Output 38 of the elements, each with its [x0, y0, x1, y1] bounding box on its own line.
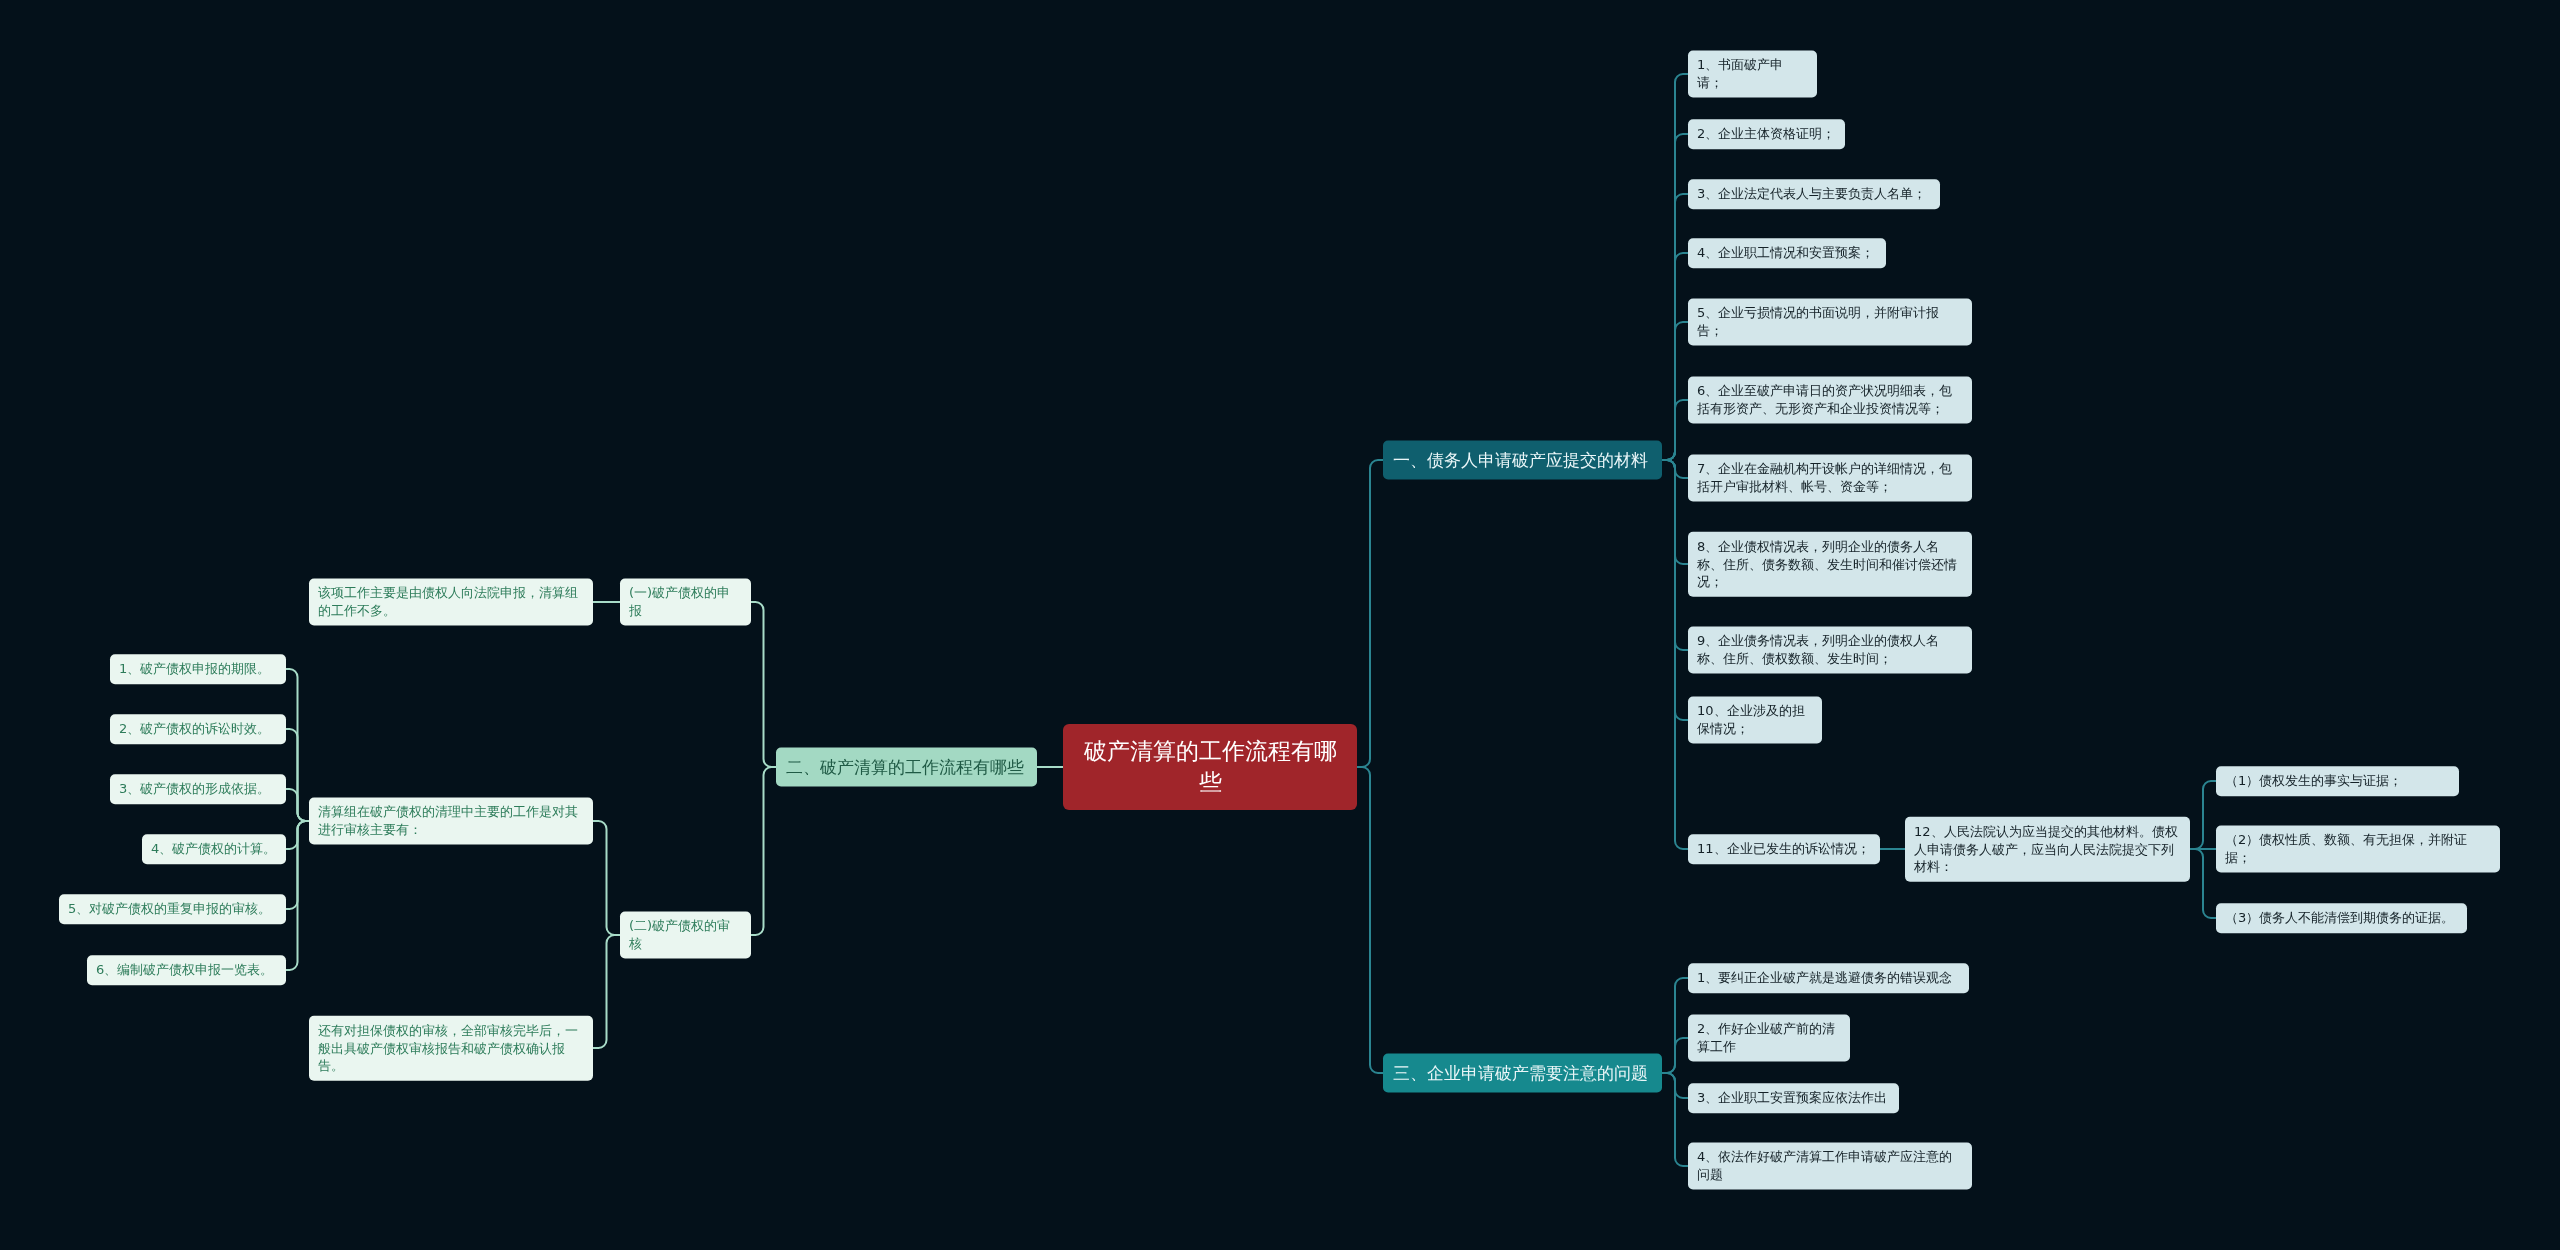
- subtopic: 1、破产债权申报的期限。: [110, 654, 286, 684]
- subtopic: 4、依法作好破产清算工作申请破产应注意的问题: [1688, 1142, 1972, 1190]
- subtopic: 1、书面破产申请；: [1688, 50, 1817, 98]
- subtopic: 11、企业已发生的诉讼情况；: [1688, 834, 1880, 864]
- connector-line: [592, 601, 621, 603]
- subtopic: 3、企业职工安置预案应依法作出: [1688, 1083, 1899, 1113]
- subtopic: 9、企业债务情况表，列明企业的债权人名称、住所、债权数额、发生时间；: [1688, 626, 1972, 674]
- subtopic: 清算组在破产债权的清理中主要的工作是对其进行审核主要有：: [309, 797, 593, 845]
- subtopic: 7、企业在金融机构开设帐户的详细情况，包括开户审批材料、帐号、资金等；: [1688, 454, 1972, 502]
- subtopic: 4、企业职工情况和安置预案；: [1688, 238, 1886, 268]
- connector-line: [1661, 1072, 1689, 1167]
- subtopic: 12、人民法院认为应当提交的其他材料。债权人申请债务人破产，应当向人民法院提交下列材料：: [1905, 816, 2190, 882]
- subtopic: 3、破产债权的形成依据。: [110, 774, 286, 804]
- subtopic: 8、企业债权情况表，列明企业的债务人名称、住所、债务数额、发生时间和催讨偿还情况；: [1688, 531, 1972, 597]
- subtopic: 该项工作主要是由债权人向法院申报，清算组的工作不多。: [309, 578, 593, 626]
- subtopic: (一)破产债权的申报: [620, 578, 751, 626]
- subtopic: 6、编制破产债权申报一览表。: [87, 955, 286, 985]
- subtopic: （2）债权性质、数额、有无担保，并附证据；: [2216, 825, 2500, 873]
- subtopic: 3、企业法定代表人与主要负责人名单；: [1688, 179, 1940, 209]
- subtopic: 4、破产债权的计算。: [142, 834, 286, 864]
- central-topic: 破产清算的工作流程有哪些: [1063, 723, 1357, 811]
- subtopic: （1）债权发生的事实与证据；: [2216, 766, 2459, 796]
- subtopic: 5、对破产债权的重复申报的审核。: [59, 894, 286, 924]
- subtopic: 5、企业亏损情况的书面说明，并附审计报告；: [1688, 298, 1972, 346]
- branch-topic: 三、企业申请破产需要注意的问题: [1383, 1053, 1662, 1093]
- subtopic: (二)破产债权的审核: [620, 911, 751, 959]
- connector-line: [1879, 848, 1906, 850]
- connector-line: [1036, 766, 1064, 768]
- subtopic: 10、企业涉及的担保情况；: [1688, 696, 1822, 744]
- subtopic: 2、作好企业破产前的清算工作: [1688, 1014, 1850, 1062]
- branch-topic: 一、债务人申请破产应提交的材料: [1383, 440, 1662, 480]
- subtopic: 2、企业主体资格证明；: [1688, 119, 1845, 149]
- subtopic: 6、企业至破产申请日的资产状况明细表，包括有形资产、无形资产和企业投资情况等；: [1688, 376, 1972, 424]
- branch-topic: 二、破产清算的工作流程有哪些: [776, 747, 1037, 787]
- subtopic: （3）债务人不能清偿到期债务的证据。: [2216, 903, 2467, 933]
- subtopic: 1、要纠正企业破产就是逃避债务的错误观念: [1688, 963, 1969, 993]
- subtopic: 还有对担保债权的审核，全部审核完毕后，一般出具破产债权审核报告和破产债权确认报告。: [309, 1015, 593, 1081]
- subtopic: 2、破产债权的诉讼时效。: [110, 714, 286, 744]
